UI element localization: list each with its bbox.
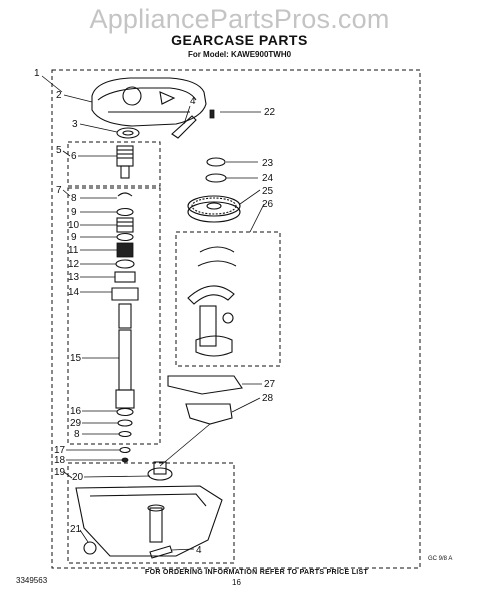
callout-8-bottom: 8 <box>74 429 80 440</box>
group-box-26 <box>175 231 281 367</box>
ordering-note: FOR ORDERING INFORMATION REFER TO PARTS … <box>145 569 369 576</box>
callout-24: 24 <box>262 173 274 184</box>
callout-23: 23 <box>262 158 274 169</box>
bearing-part-21 <box>83 541 97 555</box>
drive-gear-part-25 <box>187 195 241 223</box>
callout-9-mid: 9 <box>71 232 77 243</box>
leader-lines <box>41 75 265 551</box>
callout-3: 3 <box>72 119 78 130</box>
plate-part-28 <box>185 403 233 425</box>
page-title: GEARCASE PARTS <box>171 32 308 48</box>
washer-part-23 <box>206 157 226 167</box>
callout-6: 6 <box>71 151 77 162</box>
callout-1: 1 <box>34 68 40 79</box>
callout-9-top: 9 <box>71 207 77 218</box>
callout-10: 10 <box>68 220 80 231</box>
callout-13: 13 <box>68 272 80 283</box>
watermark-text: AppliancePartsPros.com <box>89 4 390 34</box>
document-code: 3349563 <box>16 576 48 585</box>
callout-11: 11 <box>68 245 79 256</box>
callout-14: 14 <box>68 287 80 298</box>
callout-7: 7 <box>56 185 62 196</box>
group-box-7 <box>67 187 161 445</box>
callout-20: 20 <box>72 472 84 483</box>
callout-2: 2 <box>56 90 62 101</box>
callout-19: 19 <box>54 467 66 478</box>
group-box-5 <box>67 141 161 187</box>
gearcase-cover-part <box>91 77 207 127</box>
agitator-drive-part-26 <box>187 246 237 357</box>
callout-22: 22 <box>264 107 276 118</box>
corner-code: GC 9/8 A <box>428 556 453 562</box>
screw-part-22 <box>209 109 215 119</box>
callout-4-top: 4 <box>190 96 196 107</box>
callout-21: 21 <box>70 524 82 535</box>
callout-26: 26 <box>262 199 274 210</box>
callout-25: 25 <box>262 186 274 197</box>
tube-part-4-bottom <box>149 545 173 559</box>
callout-8-top: 8 <box>71 193 77 204</box>
page-number: 16 <box>232 578 241 587</box>
tube-part-4 <box>171 115 197 139</box>
callout-15: 15 <box>70 353 82 364</box>
seal-part-3 <box>116 127 140 139</box>
cam-part-27 <box>167 375 243 395</box>
assembly-border-1 <box>51 69 421 569</box>
gearcase-housing-part-19 <box>75 461 223 557</box>
callout-28: 28 <box>262 393 274 404</box>
callout-27: 27 <box>264 379 276 390</box>
callout-4-bottom: 4 <box>196 545 202 556</box>
model-line: For Model: KAWE900TWH0 <box>187 50 292 59</box>
callout-29: 29 <box>70 418 82 429</box>
callout-17: 17 <box>54 445 66 456</box>
callout-12: 12 <box>68 259 80 270</box>
pinion-gear-part-6 <box>116 145 134 179</box>
callout-16: 16 <box>70 406 82 417</box>
shaft-stack-parts <box>111 192 139 463</box>
washer-part-24 <box>205 173 227 183</box>
callout-labels: 1 2 3 4 22 5 6 7 8 9 10 9 11 12 13 14 15… <box>34 68 276 556</box>
callout-5: 5 <box>56 145 62 156</box>
callout-18: 18 <box>54 455 66 466</box>
